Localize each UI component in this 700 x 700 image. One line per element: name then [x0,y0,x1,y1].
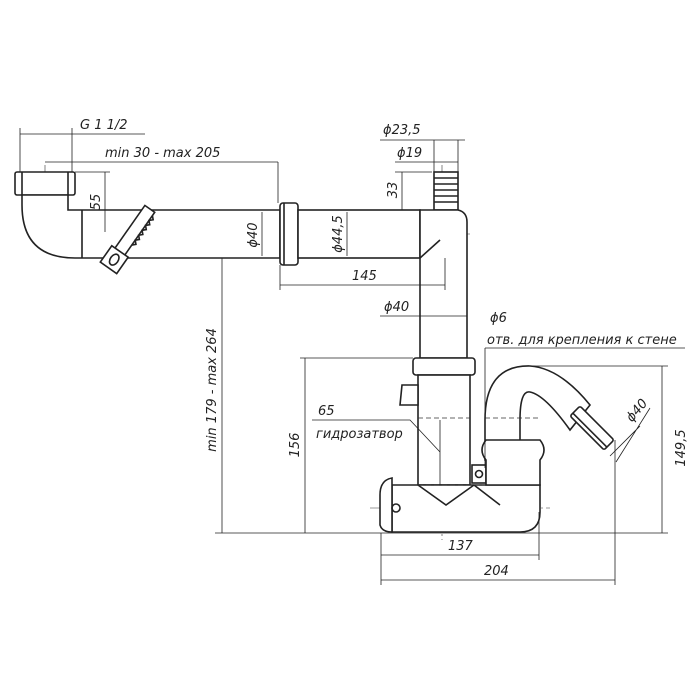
nipple-height-label: 33 [386,182,401,199]
pipe-dia-label: ϕ40 [246,222,261,247]
trap-body [379,464,541,533]
riser-dia-label: ϕ40 [384,300,409,315]
hacksaw-icon [99,204,156,275]
thread-label: G 1 1/2 [80,118,128,133]
outlet-height-label: 149,5 [674,429,689,466]
hole-note: отв. для крепления к стене [487,333,677,348]
outlet-dia-label: ϕ40 [623,396,651,425]
nipple-outer-dia-label: ϕ23,5 [383,123,421,138]
overall-width-label: 204 [484,564,509,579]
sleeve-length-label: 145 [352,269,377,284]
inlet-elbow [14,171,281,259]
seal-value: 65 [318,404,335,419]
seal-label: гидрозатвор [316,427,403,442]
sleeve-dia-label: ϕ44,5 [331,215,346,253]
dimension-lines [19,128,685,585]
vertical-range-label: min 179 - max 264 [205,328,220,452]
horizontal-range-label: min 30 - max 205 [105,146,220,161]
trap-bend [481,365,614,486]
body-height-label: 156 [288,433,303,458]
elbow-height-label: 55 [89,194,104,211]
trap-width-label: 137 [448,539,474,554]
nipple-inner-dia-label: ϕ19 [397,146,422,161]
hole-dia-label: ϕ6 [490,311,507,326]
sleeve [279,202,421,266]
